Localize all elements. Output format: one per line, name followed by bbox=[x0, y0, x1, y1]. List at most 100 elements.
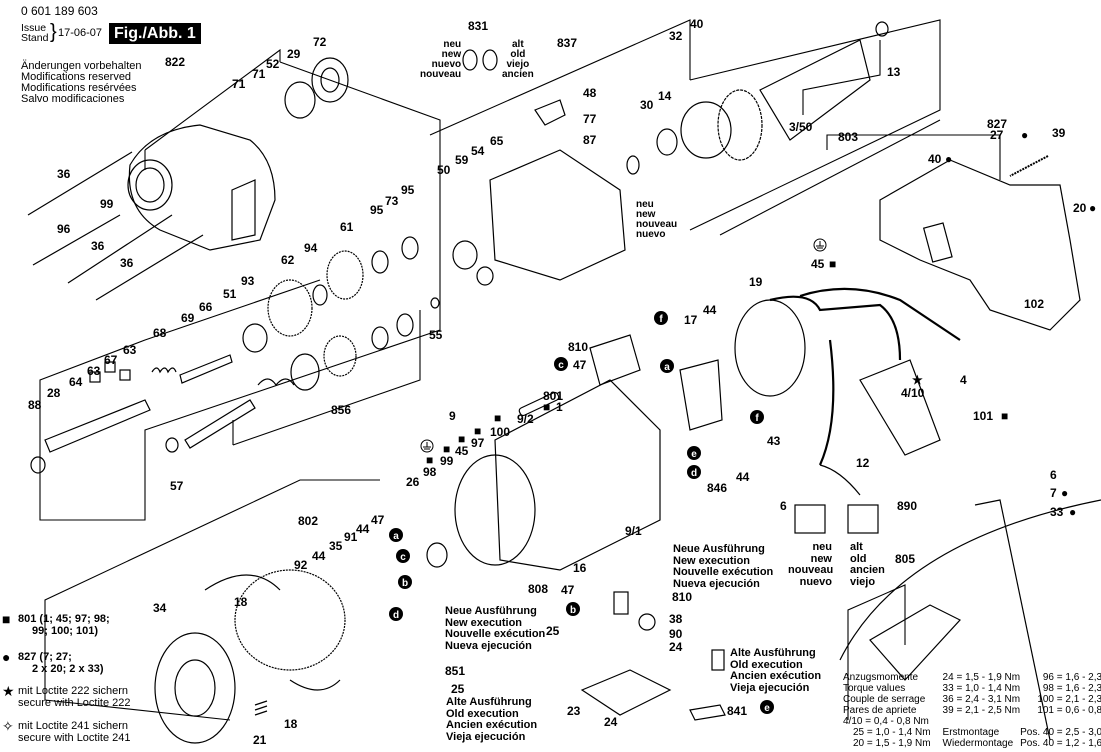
note-line: Ancien exécution bbox=[730, 670, 822, 682]
note-line: nuevo bbox=[431, 59, 462, 70]
note-line: New execution bbox=[445, 616, 523, 629]
square-icon: ■ bbox=[494, 411, 501, 425]
callout-6: 6 bbox=[780, 499, 787, 513]
callout-30: 30 bbox=[640, 98, 654, 112]
mod-de: Änderungen vorbehalten bbox=[21, 60, 142, 72]
block-67 bbox=[104, 361, 116, 373]
callout-63: 63 bbox=[123, 343, 137, 357]
switch-4 bbox=[859, 359, 941, 456]
callout-96: 96 bbox=[57, 222, 71, 236]
outline-star-icon: ✧ bbox=[2, 718, 14, 734]
marker-a2: a bbox=[660, 359, 674, 373]
fan-guide-bore bbox=[174, 659, 216, 717]
motor-housing bbox=[489, 149, 626, 281]
callout-18: 18 bbox=[284, 717, 298, 731]
note-line: new bbox=[810, 552, 832, 565]
callout-805: 805 bbox=[895, 552, 915, 566]
old-execution-note-right: Alte Ausführung Old execution Ancien exé… bbox=[730, 647, 822, 694]
spring-21 bbox=[254, 700, 268, 716]
callout-47: 47 bbox=[573, 358, 587, 372]
callouts: 822 71 71 52 29 72 831 837 32 40 13 48 7… bbox=[28, 17, 1096, 747]
circle-icon: ● bbox=[2, 649, 11, 665]
callout-102: 102 bbox=[1024, 297, 1044, 311]
callout-57: 57 bbox=[170, 479, 184, 493]
callout-12: 12 bbox=[856, 456, 870, 470]
spring-38 bbox=[638, 613, 656, 631]
housing-flange bbox=[454, 454, 536, 566]
circle-icon: ● bbox=[1021, 128, 1028, 142]
frame-shaft bbox=[39, 279, 321, 465]
note-line: Nouvelle exécution bbox=[673, 566, 774, 578]
screw-39 bbox=[1009, 155, 1049, 177]
switch-841 bbox=[689, 704, 726, 721]
oring-88 bbox=[30, 456, 46, 474]
note-line: new bbox=[636, 209, 656, 220]
callout-39: 39 bbox=[1052, 126, 1066, 140]
callout-20: 20 bbox=[1073, 201, 1087, 215]
callout-71: 71 bbox=[232, 77, 246, 91]
sleeve-93 bbox=[242, 323, 268, 353]
note-line: nouveau bbox=[788, 564, 834, 576]
spindle-28 bbox=[44, 399, 151, 453]
callout-68: 68 bbox=[153, 326, 167, 340]
modifications-notice: Änderungen vorbehalten Modifications res… bbox=[21, 61, 141, 105]
torque-value: 98 = 1,6 - 2,3 Nm bbox=[1042, 683, 1101, 694]
callout-803: 803 bbox=[838, 130, 858, 144]
marker-f2: f bbox=[750, 410, 764, 424]
torque-value: 101 = 0,6 - 0,8 Nm bbox=[1037, 705, 1101, 716]
callout-21: 21 bbox=[253, 733, 267, 747]
part-shapes bbox=[27, 21, 1101, 744]
new-note-6: neu new nouveau nuevo bbox=[788, 541, 834, 588]
callout-47: 47 bbox=[561, 583, 575, 597]
circle-icon: ● bbox=[945, 152, 952, 166]
gear-62 bbox=[267, 279, 313, 337]
marker-b: b bbox=[398, 575, 412, 589]
callout-92: 92 bbox=[294, 558, 308, 572]
legend-text: mit Loctite 241 sichern bbox=[18, 720, 129, 732]
torque-value: 20 = 1,5 - 1,9 Nm bbox=[853, 738, 931, 749]
screw-36a bbox=[27, 151, 133, 216]
callout-44: 44 bbox=[703, 303, 717, 317]
callout-9: 9 bbox=[449, 409, 456, 423]
marker-letter: f bbox=[755, 413, 759, 424]
torque-value: Pos. 40 = 1,2 - 1,6 Nm bbox=[1020, 738, 1101, 749]
frame-motor bbox=[429, 19, 941, 231]
legend-text: secure with Loctite 241 bbox=[18, 732, 131, 744]
handle-housing bbox=[879, 159, 1081, 331]
callout-90: 90 bbox=[669, 627, 683, 641]
callout-822: 822 bbox=[165, 55, 185, 69]
note-line: Neue Ausführung bbox=[445, 605, 537, 617]
callout-40: 40 bbox=[690, 17, 704, 31]
stator-housing bbox=[494, 379, 661, 571]
gearbox-vents bbox=[231, 179, 256, 241]
callout-831: 831 bbox=[468, 19, 488, 33]
seal-new bbox=[626, 155, 640, 175]
note-line: nouveau bbox=[420, 69, 462, 80]
torque-header: Torque values bbox=[843, 683, 906, 694]
callout-26: 26 bbox=[406, 475, 420, 489]
callout-810: 810 bbox=[568, 340, 588, 354]
cable-12 bbox=[819, 464, 861, 496]
ground-icon bbox=[420, 439, 434, 453]
callout-3-50: 3/50 bbox=[789, 120, 813, 134]
ring-95a bbox=[371, 250, 389, 274]
new-execution-note-left: Neue Ausführung New execution Nouvelle e… bbox=[445, 605, 545, 652]
note-line: nuevo bbox=[636, 229, 666, 240]
gear-856 bbox=[323, 335, 357, 377]
washer-57 bbox=[165, 437, 179, 453]
bracket-827 bbox=[826, 134, 1001, 180]
marker-f: f bbox=[654, 311, 668, 325]
callout-36: 36 bbox=[91, 239, 105, 253]
legend-text: 801 (1; 45; 97; 98; bbox=[18, 613, 110, 625]
callout-808: 808 bbox=[528, 582, 548, 596]
issue-label-de: Stand bbox=[21, 32, 49, 44]
marker-letter: a bbox=[664, 362, 670, 373]
callout-17: 17 bbox=[684, 313, 698, 327]
callout-19: 19 bbox=[749, 275, 763, 289]
callout-99: 99 bbox=[440, 454, 454, 468]
note-line: Ancien exécution bbox=[446, 719, 538, 731]
field-coil bbox=[234, 569, 346, 671]
